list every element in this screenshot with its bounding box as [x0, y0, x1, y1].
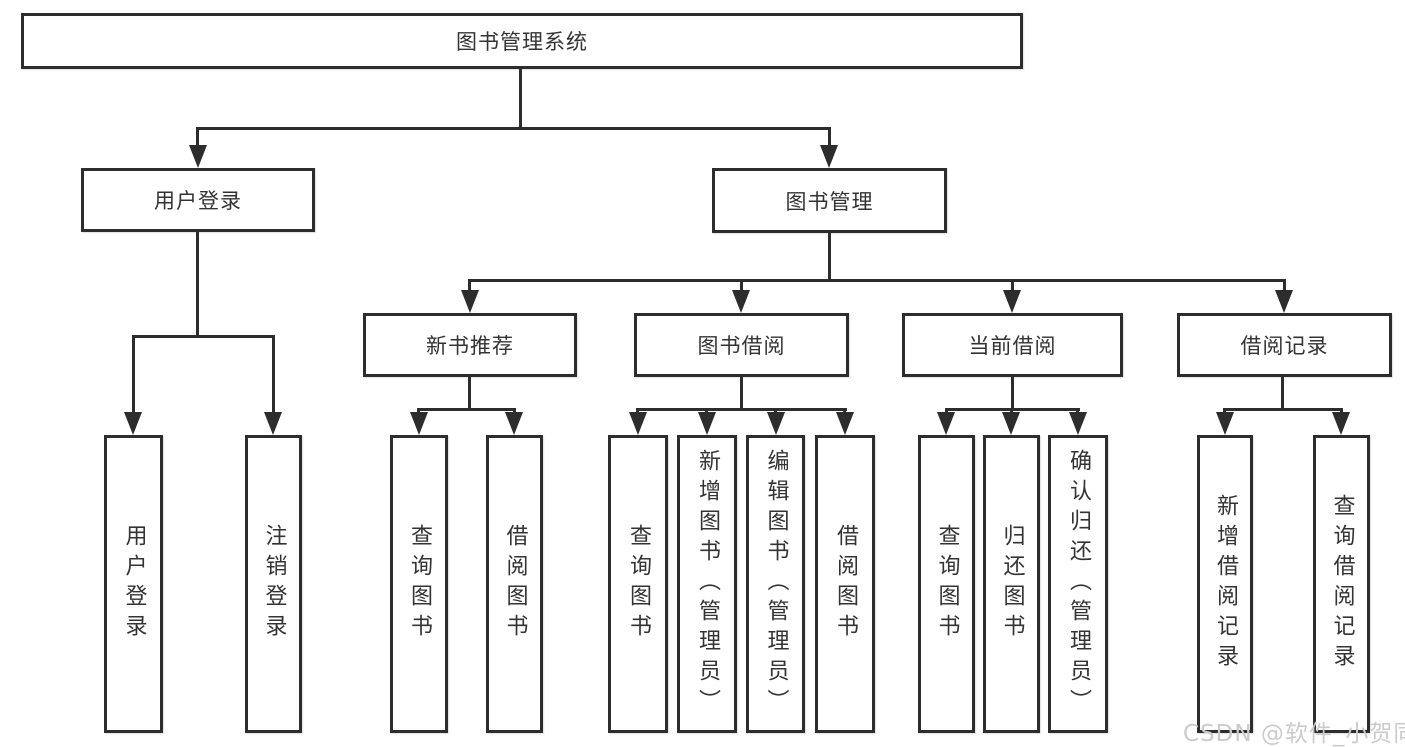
connector-line [417, 408, 420, 414]
leaf-borrow-edit-book: 编辑图书（管理员） [746, 435, 805, 733]
connector-line [1281, 377, 1284, 411]
arrow-down-icon [1003, 290, 1021, 313]
connector-line [513, 408, 516, 414]
leaf-newbooks-borrow: 借阅图书 [486, 435, 543, 733]
node-current-borrowing: 当前借阅 [902, 313, 1123, 377]
connector-line [774, 408, 777, 414]
arrow-down-icon [1002, 412, 1020, 435]
leaf-borrow-search: 查询图书 [608, 435, 668, 733]
connector-line [636, 408, 639, 414]
leaf-current-confirm-return: 确认归还（管理员） [1048, 435, 1108, 733]
arrow-down-icon [629, 412, 647, 435]
connector-line [519, 69, 522, 130]
arrow-down-icon [698, 412, 716, 435]
leaf-logout: 注销登录 [245, 435, 302, 733]
connector-line [468, 279, 471, 292]
leaf-borrow-add-book: 新增图书（管理员） [677, 435, 737, 733]
arrow-down-icon [767, 412, 785, 435]
leaf-current-search: 查询图书 [918, 435, 975, 733]
connector-line [1011, 377, 1014, 411]
arrow-down-icon [264, 412, 282, 435]
connector-line [272, 335, 275, 414]
connector-line [196, 127, 831, 130]
connector-line [1011, 279, 1014, 292]
connector-line [1223, 408, 1226, 414]
connector-line [705, 408, 708, 414]
connector-line [417, 408, 516, 411]
connector-line [468, 377, 471, 411]
arrow-down-icon [820, 145, 838, 168]
connector-line [740, 279, 743, 292]
node-book-borrowing: 图书借阅 [634, 313, 849, 377]
csdn-watermark: CSDN @软件_小贺同学 [1183, 721, 1405, 747]
arrow-down-icon [124, 412, 142, 435]
node-root: 图书管理系统 [21, 13, 1023, 69]
connector-line [132, 335, 135, 414]
node-book-management: 图书管理 [712, 168, 947, 233]
leaf-current-return: 归还图书 [983, 435, 1040, 733]
connector-line [636, 408, 847, 411]
connector-line [1340, 408, 1343, 414]
node-user-login: 用户登录 [81, 168, 315, 232]
leaf-borrow-book: 借阅图书 [815, 435, 875, 733]
leaf-newbooks-search: 查询图书 [390, 435, 448, 733]
leaf-records-search: 查询借阅记录 [1313, 435, 1370, 733]
arrow-down-icon [937, 412, 955, 435]
leaf-user-login: 用户登录 [104, 435, 163, 733]
node-borrow-records: 借阅记录 [1177, 313, 1392, 377]
node-new-book-recommend: 新书推荐 [363, 313, 577, 377]
connector-line [828, 127, 831, 147]
connector-line [1223, 408, 1343, 411]
arrow-down-icon [836, 412, 854, 435]
arrow-down-icon [1332, 412, 1350, 435]
connector-line [945, 408, 948, 414]
arrow-down-icon [410, 412, 428, 435]
connector-line [843, 408, 846, 414]
connector-line [740, 377, 743, 411]
connector-line [828, 233, 831, 282]
arrow-down-icon [189, 145, 207, 168]
connector-line [1283, 279, 1286, 292]
connector-line [1076, 408, 1079, 414]
connector-line [196, 232, 199, 338]
arrow-down-icon [1216, 412, 1234, 435]
arrow-down-icon [461, 290, 479, 313]
connector-line [1010, 408, 1013, 414]
arrow-down-icon [1069, 412, 1087, 435]
arrow-down-icon [732, 290, 750, 313]
connector-line [196, 127, 199, 147]
connector-line [468, 279, 1286, 282]
arrow-down-icon [1275, 290, 1293, 313]
arrow-down-icon [505, 412, 523, 435]
connector-line [132, 335, 275, 338]
leaf-records-add: 新增借阅记录 [1197, 435, 1253, 733]
